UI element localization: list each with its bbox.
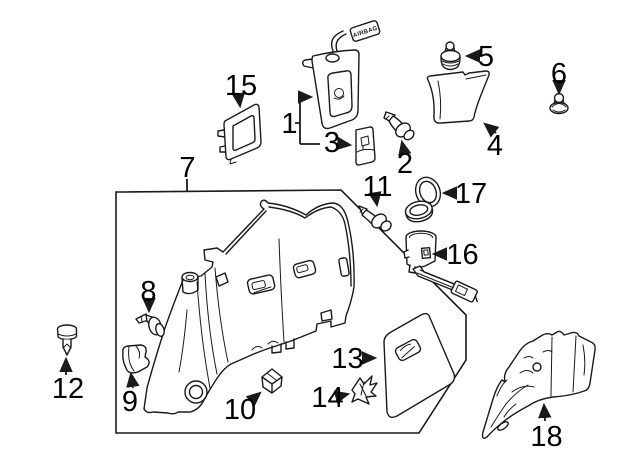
callout-18-leader: [538, 402, 552, 422]
callout-8-label[interactable]: 8: [140, 276, 156, 308]
callout-4-label[interactable]: 4: [487, 130, 503, 162]
callout-17: 17: [441, 178, 487, 210]
callout-18-label[interactable]: 18: [530, 421, 562, 453]
callout-5: 5: [464, 41, 494, 73]
part-1-pillar-trim-drawing: AIRBAG: [302, 20, 381, 130]
callout-10-leader: [245, 391, 262, 407]
callout-1-label[interactable]: 1: [281, 108, 297, 140]
callout-12: 12: [52, 356, 84, 405]
callout-1-leader: [295, 97, 320, 145]
part-12-rivet-drawing: [56, 324, 78, 356]
panel-grommet: [184, 380, 208, 404]
callout-14-label[interactable]: 14: [311, 382, 343, 414]
callout-9: 9: [122, 371, 140, 418]
callout-16: 16: [431, 239, 479, 271]
callout-18: 18: [530, 402, 563, 453]
callout-3: 3: [324, 127, 353, 159]
part-4-corner-trim-drawing: [426, 70, 490, 124]
callout-9-leader: [126, 371, 140, 389]
callout-8: 8: [140, 276, 157, 314]
part-16-power-outlet-drawing: [403, 230, 478, 303]
callout-10: 10: [224, 391, 262, 426]
callout-7-label[interactable]: 7: [179, 152, 195, 184]
callout-14: 14: [311, 382, 351, 414]
callout-2-leader: [398, 139, 412, 157]
callout-4-leader: [483, 122, 500, 138]
callout-6: 6: [551, 58, 567, 96]
callout-15: 15: [225, 70, 257, 109]
part-3-insert-drawing: [355, 126, 376, 166]
callout-7: 7: [179, 152, 196, 191]
callout-4: 4: [483, 122, 503, 162]
callout-9-label[interactable]: 9: [122, 386, 138, 418]
callout-11-leader: [368, 191, 382, 208]
part-5-fastener-drawing: [440, 41, 461, 71]
panel-handle-a: [246, 274, 276, 295]
part-17-outlet-cap-drawing: [404, 176, 442, 223]
callout-11: 11: [362, 171, 393, 208]
part-14-clip-drawing: [351, 375, 378, 405]
part-9-hook-drawing: [122, 344, 150, 374]
part-15-bezel-drawing: [217, 103, 262, 165]
callout-17-label[interactable]: 17: [455, 178, 487, 210]
part-11-screw-drawing: [358, 205, 392, 232]
callout-15-leader: [231, 92, 246, 109]
panel-handle-b: [292, 259, 317, 279]
part-13-access-cover-drawing: [383, 312, 456, 419]
callout-11-label[interactable]: 11: [362, 171, 392, 203]
callout-14-leader: [333, 390, 351, 404]
callout-1: 1: [281, 90, 320, 145]
part-7-quarter-trim-panel-drawing: [143, 199, 355, 415]
part-6-grommet-drawing: [549, 92, 569, 115]
part-8-clip-drawing: [135, 313, 165, 338]
callout-5-label[interactable]: 5: [478, 41, 494, 73]
callout-6-label[interactable]: 6: [551, 58, 567, 90]
callout-3-label[interactable]: 3: [324, 127, 340, 159]
callout-15-label[interactable]: 15: [225, 70, 257, 102]
callout-10-label[interactable]: 10: [224, 394, 256, 426]
callout-12-label[interactable]: 12: [52, 373, 84, 405]
callout-13-label[interactable]: 13: [331, 343, 363, 375]
part-10-clip-drawing: [261, 368, 283, 394]
part-18-wheelhouse-liner-drawing: [481, 330, 596, 439]
callout-3-leader: [336, 136, 353, 151]
part-2-clip-drawing: [383, 111, 415, 141]
part-7-region-outline: [115, 189, 467, 434]
callout-2: 2: [397, 139, 413, 180]
callout-13: 13: [331, 343, 378, 375]
callout-16-label[interactable]: 16: [446, 239, 478, 271]
callout-2-label[interactable]: 2: [397, 148, 413, 180]
airbag-tag: AIRBAG: [349, 20, 381, 42]
